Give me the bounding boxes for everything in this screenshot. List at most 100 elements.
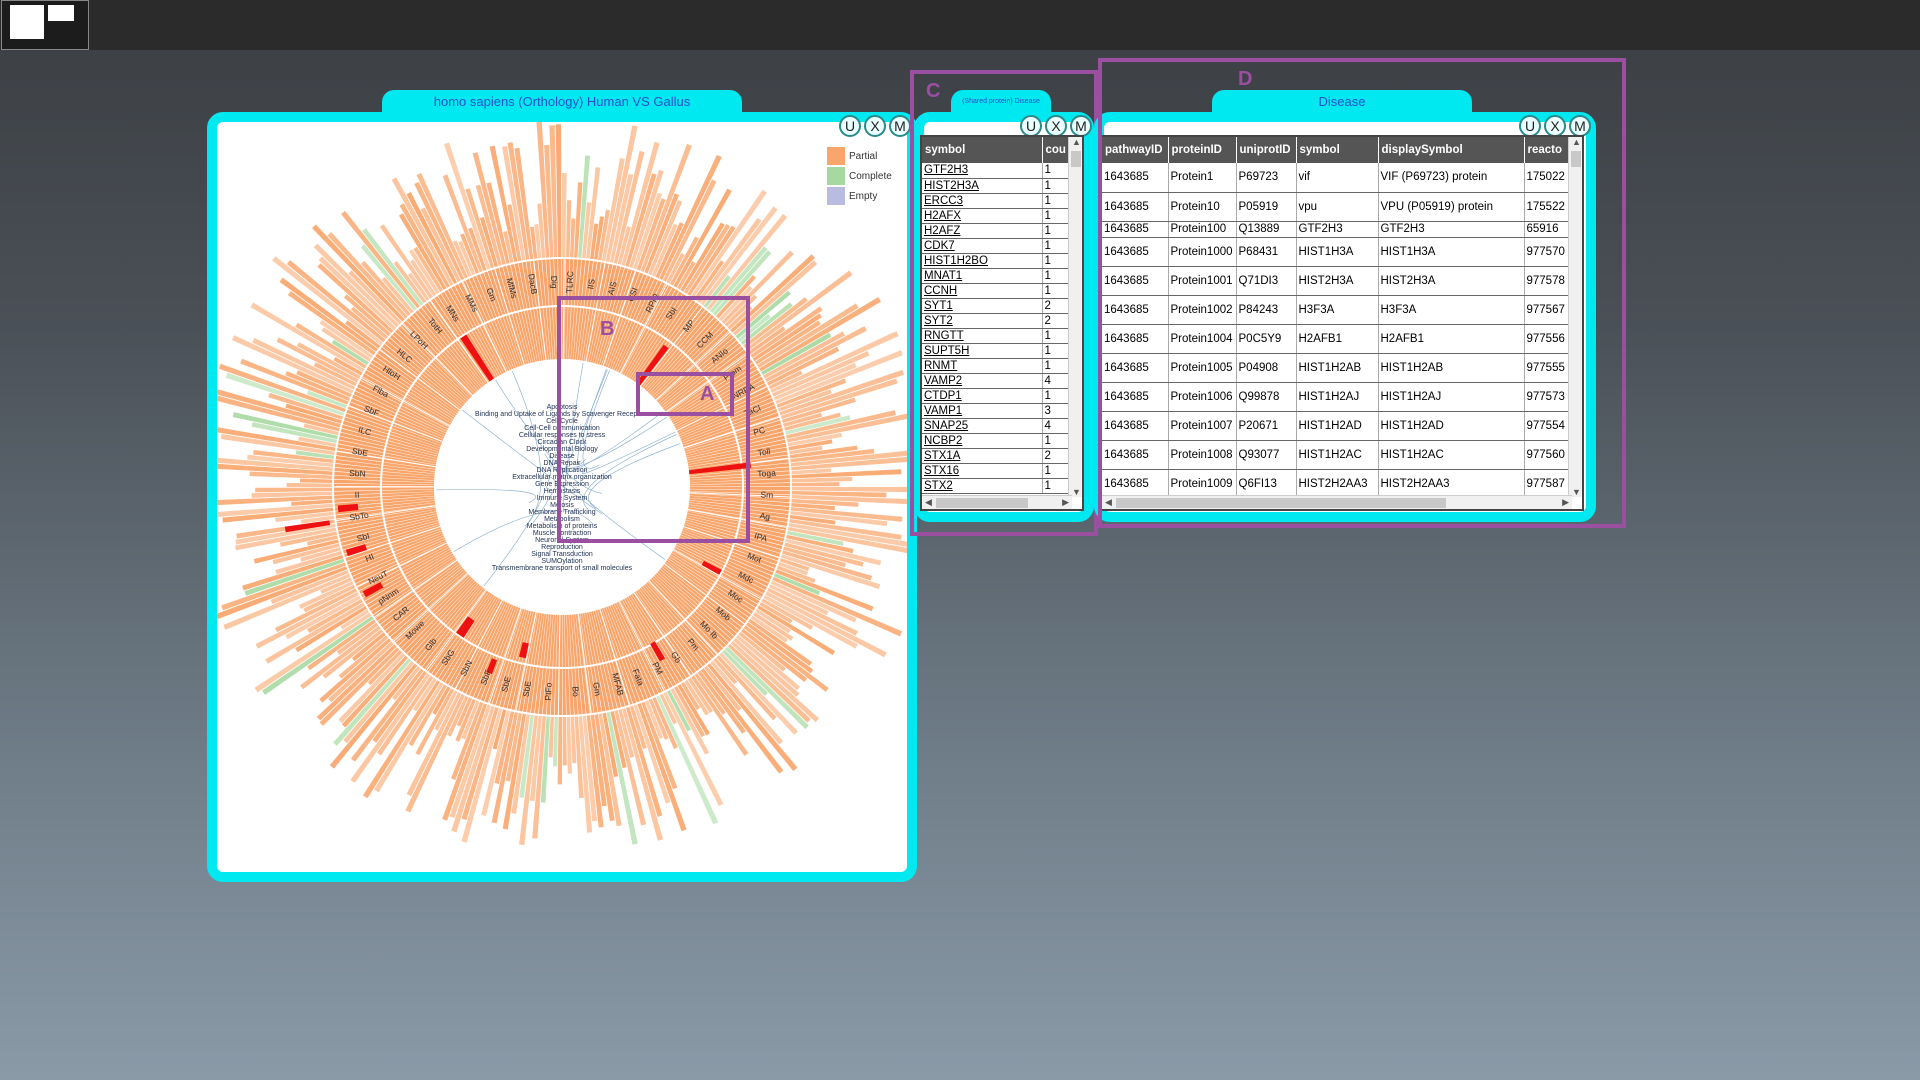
sunburst-segment[interactable] xyxy=(489,145,518,263)
sunburst-segment[interactable] xyxy=(339,525,385,539)
sunburst-segment[interactable] xyxy=(518,262,530,309)
sunburst-segment[interactable] xyxy=(340,531,387,547)
sunburst-segment[interactable] xyxy=(335,455,382,465)
sunburst-segment[interactable] xyxy=(412,624,446,662)
sunburst-segment[interactable] xyxy=(707,593,747,624)
sunburst-segment[interactable] xyxy=(558,259,562,306)
sunburst-segment[interactable] xyxy=(705,596,745,627)
sunburst-segment[interactable] xyxy=(666,300,696,340)
sunburst-segment[interactable] xyxy=(421,305,453,344)
app-logo[interactable] xyxy=(1,0,89,50)
sunburst-segment[interactable] xyxy=(618,709,635,758)
sunburst-segment[interactable] xyxy=(217,463,333,475)
sunburst-segment[interactable] xyxy=(714,583,756,611)
sunburst-segment[interactable] xyxy=(557,716,562,785)
sunburst-segment[interactable] xyxy=(381,277,414,314)
sunburst-segment[interactable] xyxy=(783,546,846,568)
sunburst-segment[interactable] xyxy=(343,660,415,744)
maximize-button[interactable]: M xyxy=(1070,115,1092,137)
sunburst-segment[interactable] xyxy=(663,691,724,807)
sunburst-segment[interactable] xyxy=(618,325,644,373)
sunburst-segment[interactable] xyxy=(766,346,840,386)
sunburst-segment[interactable] xyxy=(492,709,507,750)
sunburst-segment[interactable] xyxy=(386,513,438,528)
sunburst-segment[interactable] xyxy=(538,668,547,715)
sunburst-segment[interactable] xyxy=(741,515,788,527)
sunburst-segment[interactable] xyxy=(530,226,538,259)
sunburst-divider[interactable] xyxy=(673,549,761,600)
sunburst-segment[interactable] xyxy=(492,604,515,654)
sunburst-segment[interactable] xyxy=(480,601,506,649)
sunburst-segment[interactable] xyxy=(447,695,469,737)
sunburst-segment[interactable] xyxy=(499,662,515,708)
sunburst-segment[interactable] xyxy=(391,425,442,446)
sunburst-segment[interactable] xyxy=(566,614,572,667)
column-header[interactable]: displaySymbol xyxy=(1378,137,1525,163)
sunburst-segment[interactable] xyxy=(590,223,599,260)
sunburst-segment[interactable] xyxy=(543,614,551,667)
sunburst-segment[interactable] xyxy=(240,358,349,405)
sunburst-segment[interactable] xyxy=(603,663,618,710)
sunburst-segment[interactable] xyxy=(276,337,359,383)
sunburst-segment[interactable] xyxy=(441,351,478,392)
sunburst-segment[interactable] xyxy=(605,317,627,368)
sunburst-segment[interactable] xyxy=(687,452,740,465)
connection-curve[interactable] xyxy=(583,434,677,510)
sunburst-segment[interactable] xyxy=(734,412,779,431)
sunburst-segment[interactable] xyxy=(336,451,383,462)
sunburst-segment[interactable] xyxy=(393,420,444,442)
sunburst-segment[interactable] xyxy=(519,714,534,798)
sunburst-segment[interactable] xyxy=(670,552,717,582)
sunburst-segment[interactable] xyxy=(686,515,738,531)
sunburst-segment[interactable] xyxy=(614,603,639,652)
sunburst-segment[interactable] xyxy=(582,715,598,822)
sunburst-segment[interactable] xyxy=(445,643,471,685)
sunburst-segment[interactable] xyxy=(664,378,708,412)
sunburst-segment[interactable] xyxy=(622,708,664,841)
sunburst-segment[interactable] xyxy=(319,638,392,703)
sunburst-segment[interactable] xyxy=(714,362,756,391)
sunburst-segment[interactable] xyxy=(334,487,381,491)
sunburst-segment[interactable] xyxy=(733,637,800,697)
sunburst-segment[interactable] xyxy=(741,451,788,462)
sunburst-segment[interactable] xyxy=(637,703,687,832)
sunburst-segment[interactable] xyxy=(743,499,790,507)
sunburst-segment[interactable] xyxy=(692,328,729,363)
sunburst-segment[interactable] xyxy=(507,663,522,710)
sunburst-segment[interactable] xyxy=(701,601,740,634)
sunburst-segment[interactable] xyxy=(684,679,710,716)
sunburst-segment[interactable] xyxy=(549,307,555,360)
sunburst-segment[interactable] xyxy=(454,284,479,327)
sunburst-segment[interactable] xyxy=(633,653,655,697)
sunburst-segment[interactable] xyxy=(743,479,790,484)
sunburst-segment[interactable] xyxy=(444,583,480,625)
sunburst-divider[interactable] xyxy=(374,559,458,618)
sunburst-segment[interactable] xyxy=(435,577,474,617)
sunburst-segment[interactable] xyxy=(686,320,720,356)
sunburst-segment[interactable] xyxy=(790,507,903,522)
sunburst-segment[interactable] xyxy=(659,154,722,281)
sunburst-segment[interactable] xyxy=(577,259,586,306)
sunburst-segment[interactable] xyxy=(683,223,731,294)
sunburst-segment[interactable] xyxy=(458,338,491,383)
sunburst-segment[interactable] xyxy=(396,414,445,437)
sunburst-segment[interactable] xyxy=(574,716,584,799)
sunburst-segment[interactable] xyxy=(362,228,424,306)
sunburst-segment[interactable] xyxy=(399,203,450,288)
sunburst-segment[interactable] xyxy=(437,293,466,335)
sunburst-segment[interactable] xyxy=(285,403,342,424)
sunburst-segment[interactable] xyxy=(455,647,480,691)
sunburst-segment[interactable] xyxy=(601,608,621,659)
sunburst-segment[interactable] xyxy=(526,261,537,308)
sunburst-segment[interactable] xyxy=(393,261,427,304)
sunburst-segment[interactable] xyxy=(791,469,902,479)
sunburst-segment[interactable] xyxy=(750,306,823,358)
sunburst-segment[interactable] xyxy=(637,589,671,633)
sunburst-segment[interactable] xyxy=(652,575,692,614)
sunburst-segment[interactable] xyxy=(564,614,569,667)
sunburst-segment[interactable] xyxy=(554,259,559,306)
sunburst-segment[interactable] xyxy=(432,686,451,715)
